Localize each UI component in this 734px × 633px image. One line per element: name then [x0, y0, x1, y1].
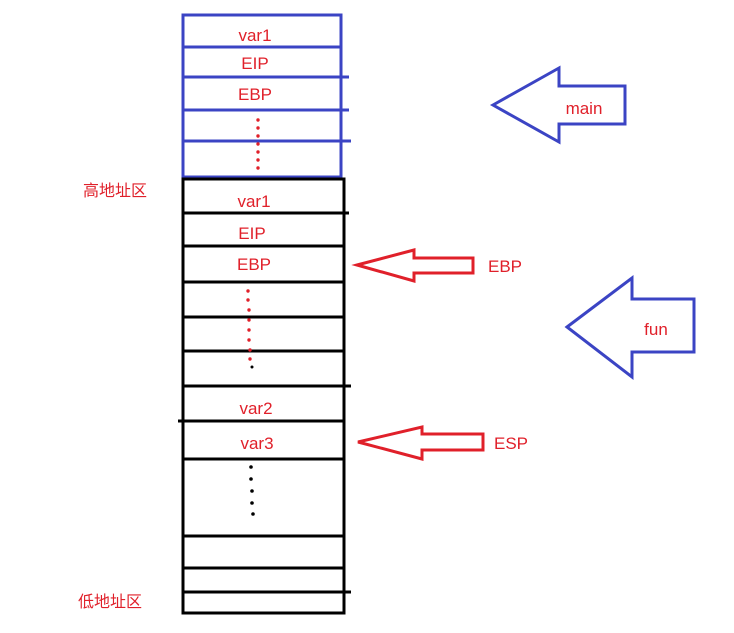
- fun-ellipsis-dots-red: [246, 289, 252, 361]
- arrow-left-icon: [351, 248, 475, 283]
- main-stack-frame: var1 EIP EBP: [181, 13, 351, 179]
- fun-cell-var3: var3: [240, 434, 273, 453]
- low-address-label: 低地址区: [78, 592, 142, 611]
- fun-cell-var1: var1: [237, 192, 270, 211]
- esp-pointer-arrow: ESP: [357, 425, 528, 461]
- fun-stack-frame: var1 EIP EBP var2 var3: [178, 177, 351, 615]
- fun-cell-ebp: EBP: [237, 255, 271, 274]
- main-frame-arrow: main: [489, 65, 627, 145]
- fun-arrow-label: fun: [644, 320, 668, 339]
- arrow-left-icon: [489, 65, 627, 145]
- fun-frame-border: [181, 177, 346, 615]
- main-arrow-label: main: [566, 99, 603, 118]
- main-ellipsis-dots: [256, 118, 260, 170]
- main-cell-eip: EIP: [241, 54, 268, 73]
- main-cell-ebp: EBP: [238, 85, 272, 104]
- main-frame-border: [181, 13, 343, 179]
- arrow-left-icon: [564, 274, 696, 381]
- ebp-pointer-label: EBP: [488, 257, 522, 276]
- arrow-left-icon: [357, 425, 485, 461]
- fun-ellipsis-dots-black: [249, 465, 255, 516]
- ebp-pointer-arrow: EBP: [351, 248, 522, 283]
- esp-pointer-label: ESP: [494, 434, 528, 453]
- high-address-label: 高地址区: [83, 181, 147, 200]
- fun-cell-eip: EIP: [238, 224, 265, 243]
- fun-frame-arrow: fun: [564, 274, 696, 381]
- main-cell-var1: var1: [238, 26, 271, 45]
- fun-cell-var2: var2: [239, 399, 272, 418]
- fun-ellipsis-dot-black: [250, 365, 254, 369]
